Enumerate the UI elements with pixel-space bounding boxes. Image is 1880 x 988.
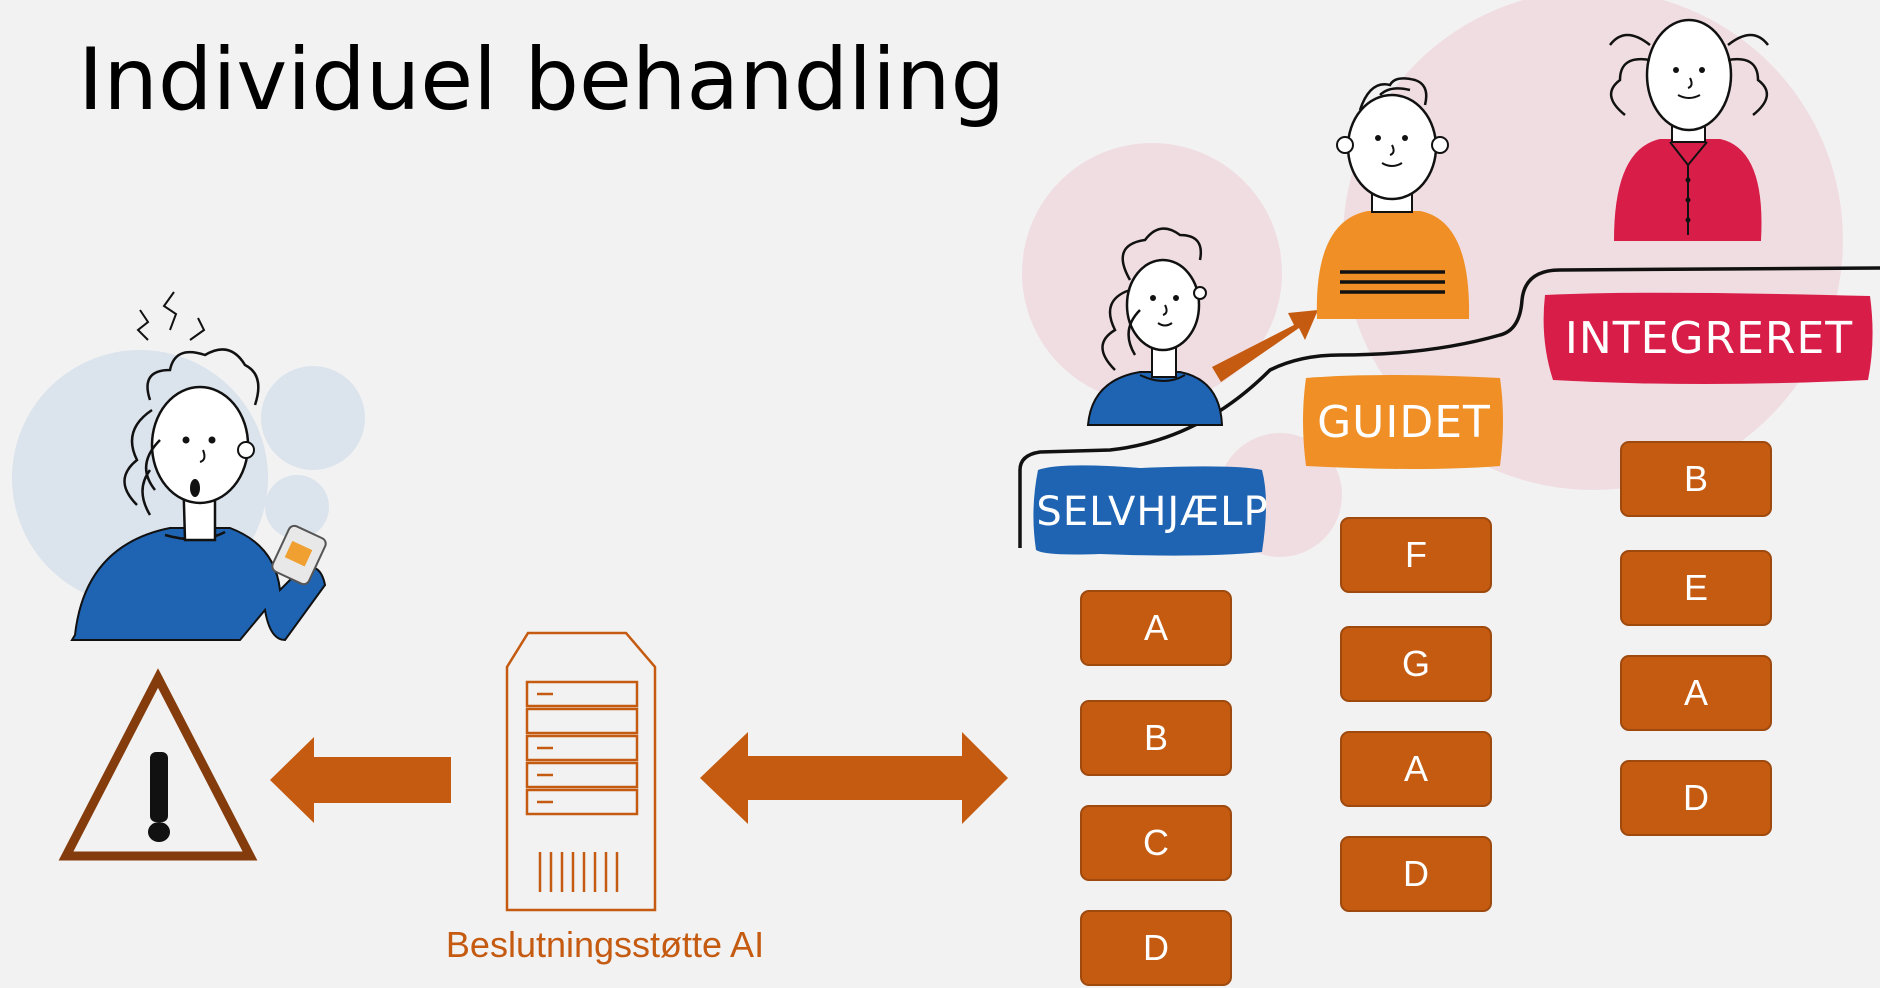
server-icon xyxy=(505,631,657,912)
integreret-box-2: E xyxy=(1620,550,1772,626)
integreret-box-1: B xyxy=(1620,441,1772,517)
progression-arrow-icon xyxy=(1212,310,1318,382)
double-arrow-icon xyxy=(700,732,1008,824)
integreret-badge: INTEGRERET xyxy=(1564,312,1854,364)
progression-line xyxy=(1018,266,1880,548)
selvhjaelp-badge: SELVHJÆLP xyxy=(1036,489,1269,535)
guidet-box-3: A xyxy=(1340,731,1492,807)
selvhjaelp-box-4: D xyxy=(1080,910,1232,986)
arrow-left-icon xyxy=(270,737,451,823)
guidet-badge: GUIDET xyxy=(1317,396,1491,448)
page-title: Individuel behandling xyxy=(78,30,1006,130)
selvhjaelp-figure xyxy=(1086,227,1224,426)
thought-bubble-large xyxy=(261,366,365,470)
selvhjaelp-box-1: A xyxy=(1080,590,1232,666)
guidet-badge-bg xyxy=(1303,375,1503,469)
guidet-figure xyxy=(1316,77,1470,319)
patient-figure xyxy=(70,291,327,642)
integreret-box-3: A xyxy=(1620,655,1772,731)
integreret-figure xyxy=(1609,18,1769,241)
thought-bubble-small xyxy=(265,475,329,539)
guidet-box-4: D xyxy=(1340,836,1492,912)
integreret-box-4: D xyxy=(1620,760,1772,836)
guidet-box-2: G xyxy=(1340,626,1492,702)
server-label: Beslutningsstøtte AI xyxy=(445,924,765,965)
selvhjaelp-box-2: B xyxy=(1080,700,1232,776)
warning-triangle-icon xyxy=(58,668,258,861)
selvhjaelp-box-3: C xyxy=(1080,805,1232,881)
integreret-badge-bg xyxy=(1543,292,1873,384)
guidet-box-1: F xyxy=(1340,517,1492,593)
selvhjaelp-badge-bg xyxy=(1033,465,1266,556)
